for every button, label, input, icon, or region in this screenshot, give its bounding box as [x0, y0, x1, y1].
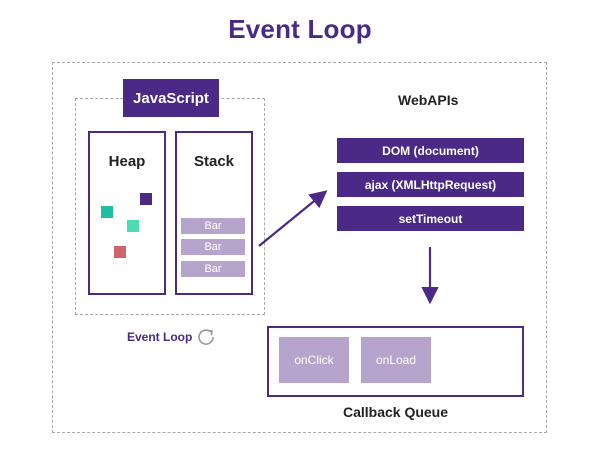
- queue-item-onclick: onClick: [279, 337, 349, 383]
- heap-object: [101, 206, 113, 218]
- javascript-badge: JavaScript: [123, 79, 219, 117]
- refresh-icon: [198, 329, 214, 345]
- event-loop-label: Event Loop: [127, 330, 193, 344]
- heap-label: Heap: [108, 153, 146, 170]
- stack-frame: Bar: [181, 239, 245, 255]
- webapis-label: WebAPIs: [398, 92, 459, 108]
- heap-object: [114, 246, 126, 258]
- stack-label: Stack: [193, 153, 235, 170]
- webapi-ajax: ajax (XMLHttpRequest): [337, 172, 524, 197]
- diagram-title: Event Loop: [228, 14, 372, 44]
- queue-item-onload: onLoad: [361, 337, 431, 383]
- heap-box: Heap: [88, 131, 166, 295]
- heap-object: [127, 220, 139, 232]
- stack-to-webapis-arrow: [258, 190, 328, 247]
- stack-frame: Bar: [181, 261, 245, 277]
- callback-queue-label: Callback Queue: [342, 404, 449, 420]
- runtime-boundary: [52, 62, 547, 433]
- webapi-settimeout: setTimeout: [337, 206, 524, 231]
- heap-object: [140, 193, 152, 205]
- webapi-dom: DOM (document): [337, 138, 524, 163]
- stack-frame: Bar: [181, 218, 245, 234]
